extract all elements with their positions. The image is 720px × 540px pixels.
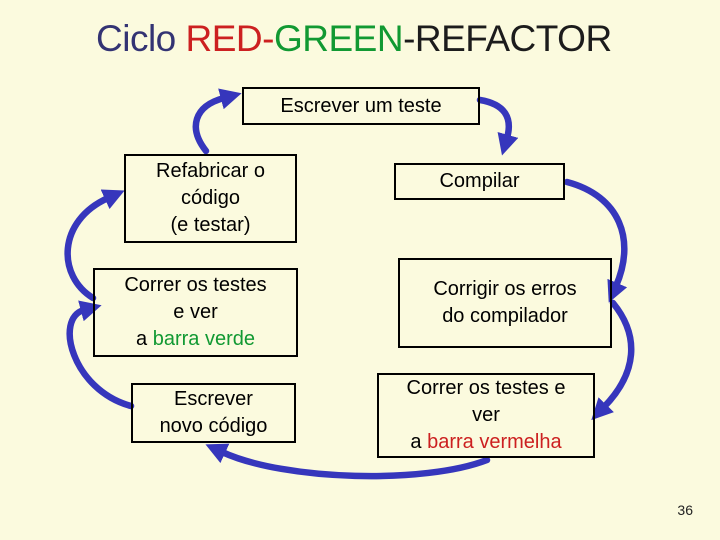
arrow-escrever-teste-to-compilar — [476, 96, 519, 156]
diagram-box-correr-verde: Correr os testes e ver a barra verde — [93, 268, 298, 357]
node-text: ver — [472, 404, 500, 426]
node-text: do compilador — [442, 305, 568, 327]
diagram-box-corrigir: Corrigir os erros do compilador — [398, 258, 612, 348]
node-line: e ver — [173, 299, 217, 326]
node-line: Escrever — [174, 386, 253, 413]
diagram-box-refabricar: Refabricar o código (e testar) — [124, 154, 297, 243]
node-text: Escrever — [174, 388, 253, 410]
title-segment-1: RED- — [185, 18, 275, 59]
arrow-correr-vermelha-to-escrever-novo — [205, 443, 491, 480]
title-segment-0: Ciclo — [96, 18, 186, 59]
node-text: código — [181, 187, 240, 209]
node-text: barra verde — [152, 328, 255, 350]
diagram-box-escrever-novo: Escrever novo código — [131, 383, 296, 443]
node-text: e ver — [173, 301, 218, 323]
node-text: Correr os testes — [124, 274, 267, 296]
node-line: novo código — [160, 413, 268, 440]
node-text: (e testar) — [170, 214, 251, 236]
node-text: Corrigir os erros — [433, 278, 577, 300]
node-line: Refabricar o — [156, 158, 265, 185]
arrow-refabricar-to-escrever-teste — [192, 88, 242, 155]
node-text: novo código — [159, 415, 268, 437]
node-line: Compilar — [439, 168, 519, 195]
node-text: a — [136, 328, 153, 350]
diagram-box-compilar: Compilar — [394, 163, 565, 200]
arrow-escrever-novo-to-correr-verde — [66, 300, 135, 410]
node-text: Correr os testes e — [406, 377, 566, 399]
node-line: Correr os testes e — [407, 375, 566, 402]
node-text: Compilar — [439, 170, 520, 192]
diagram-box-correr-vermelha: Correr os testes e ver a barra vermelha — [377, 373, 595, 458]
node-text: Escrever um teste — [280, 94, 442, 117]
node-line: código — [181, 185, 240, 212]
page-number: 36 — [677, 502, 693, 518]
node-line: (e testar) — [170, 212, 250, 239]
node-text: Refabricar o — [156, 160, 265, 182]
slide-title: Ciclo RED-GREEN-REFACTOR — [96, 18, 612, 60]
title-segment-3: -REFACTOR — [403, 18, 612, 59]
node-text: a — [410, 431, 428, 453]
node-line: Correr os testes — [124, 272, 266, 299]
diagram-box-escrever-teste: Escrever um teste — [242, 87, 480, 125]
node-line: Corrigir os erros — [433, 276, 576, 303]
node-line: do compilador — [442, 303, 568, 330]
title-segment-2: GREEN — [273, 18, 404, 59]
node-line: ver — [472, 402, 500, 429]
node-text: barra vermelha — [427, 431, 562, 453]
node-line: Escrever um teste — [280, 93, 441, 120]
node-line: a barra verde — [136, 326, 255, 353]
arrow-compilar-to-corrigir — [563, 178, 628, 303]
arrow-correr-verde-to-refabricar — [64, 189, 125, 302]
node-line: a barra vermelha — [410, 429, 561, 456]
arrow-corrigir-to-correr-vermelha — [591, 299, 635, 421]
